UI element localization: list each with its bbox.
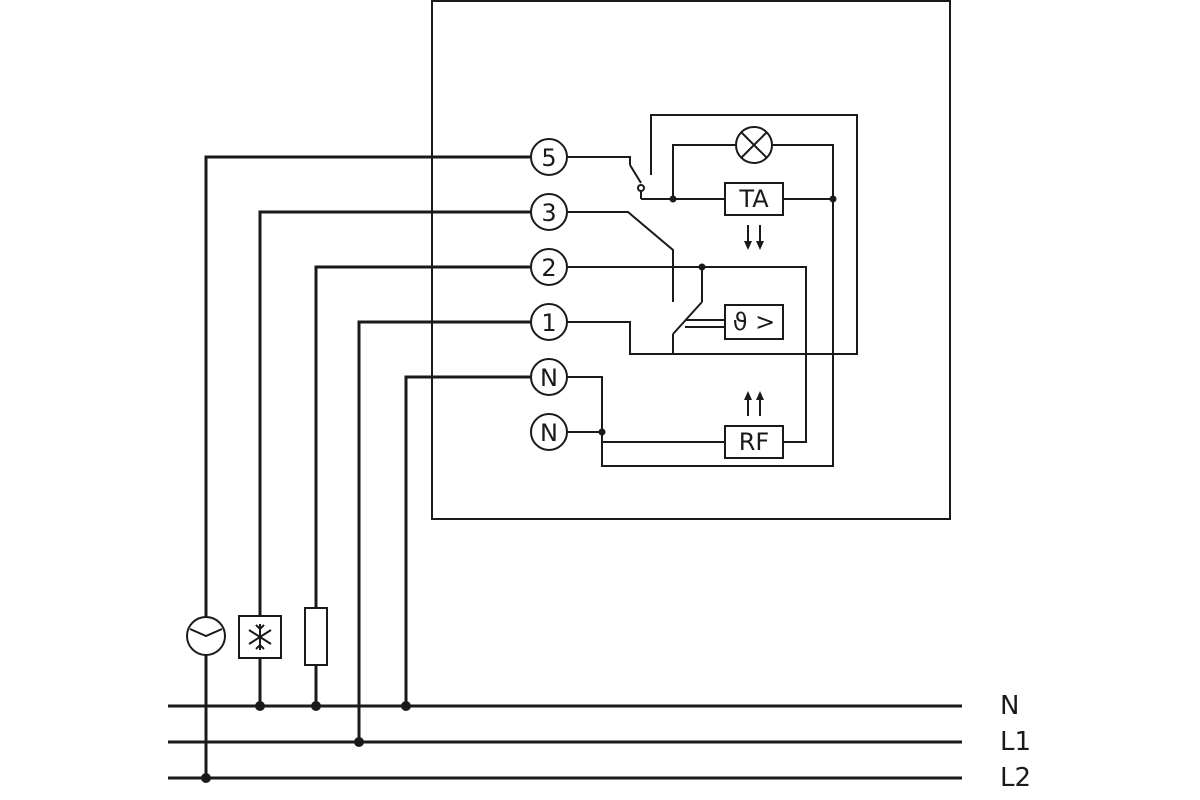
junction-dot [401, 701, 411, 711]
resistor-icon [304, 607, 328, 666]
junction-dot [201, 773, 211, 783]
rf-box: RF [724, 425, 784, 459]
svg-text:RF: RF [739, 428, 769, 456]
terminal-2: 2 [530, 248, 568, 286]
thermostat-housing [431, 0, 951, 520]
internal-wire-top-loop [567, 114, 858, 355]
internal-wire-n [567, 431, 725, 443]
junction-dot [598, 428, 606, 436]
junction-dot [354, 737, 364, 747]
terminal-5: 5 [530, 138, 568, 176]
internal-wire-lamp [672, 144, 736, 199]
bus-label-n: N [1000, 691, 1019, 721]
lamp-icon [735, 126, 773, 164]
snowflake-icon [238, 615, 282, 659]
arrow-up-icon [744, 391, 764, 416]
svg-text:1: 1 [541, 309, 556, 337]
wire-terminal-3 [258, 210, 531, 620]
terminal-n-top: N [530, 358, 568, 396]
junction-dot [698, 263, 706, 271]
internal-wire-3 [567, 211, 674, 302]
svg-text:3: 3 [541, 199, 556, 227]
arrow-down-icon [744, 225, 764, 250]
wire-terminal-n [404, 375, 531, 708]
internal-wire-2 [567, 266, 807, 443]
junction-dot [669, 195, 677, 203]
ta-box: TA [724, 182, 784, 216]
internal-wire-5 [567, 156, 631, 165]
terminal-n-bottom: N [530, 413, 568, 451]
junction-dot [255, 701, 265, 711]
svg-text:2: 2 [541, 254, 556, 282]
thermo-sensor-box: ϑ > [724, 304, 784, 340]
svg-text:5: 5 [541, 144, 556, 172]
junction-dot [311, 701, 321, 711]
setback-switch [629, 164, 645, 199]
svg-text:N: N [540, 419, 558, 447]
svg-text:ϑ >: ϑ > [733, 308, 776, 336]
bus-label-l1: L1 [1000, 727, 1031, 757]
changeover-contact [672, 301, 725, 354]
terminal-3: 3 [530, 193, 568, 231]
internal-wire-lamp-right [567, 144, 834, 467]
wire-terminal-1 [357, 320, 531, 744]
terminal-1: 1 [530, 303, 568, 341]
junction-dot [829, 195, 837, 203]
wire-terminal-5 [204, 155, 531, 620]
svg-text:TA: TA [738, 185, 769, 213]
wire-terminal-2 [314, 265, 531, 610]
clock-icon [186, 616, 226, 656]
bus-label-l2: L2 [1000, 763, 1031, 793]
svg-text:N: N [540, 364, 558, 392]
